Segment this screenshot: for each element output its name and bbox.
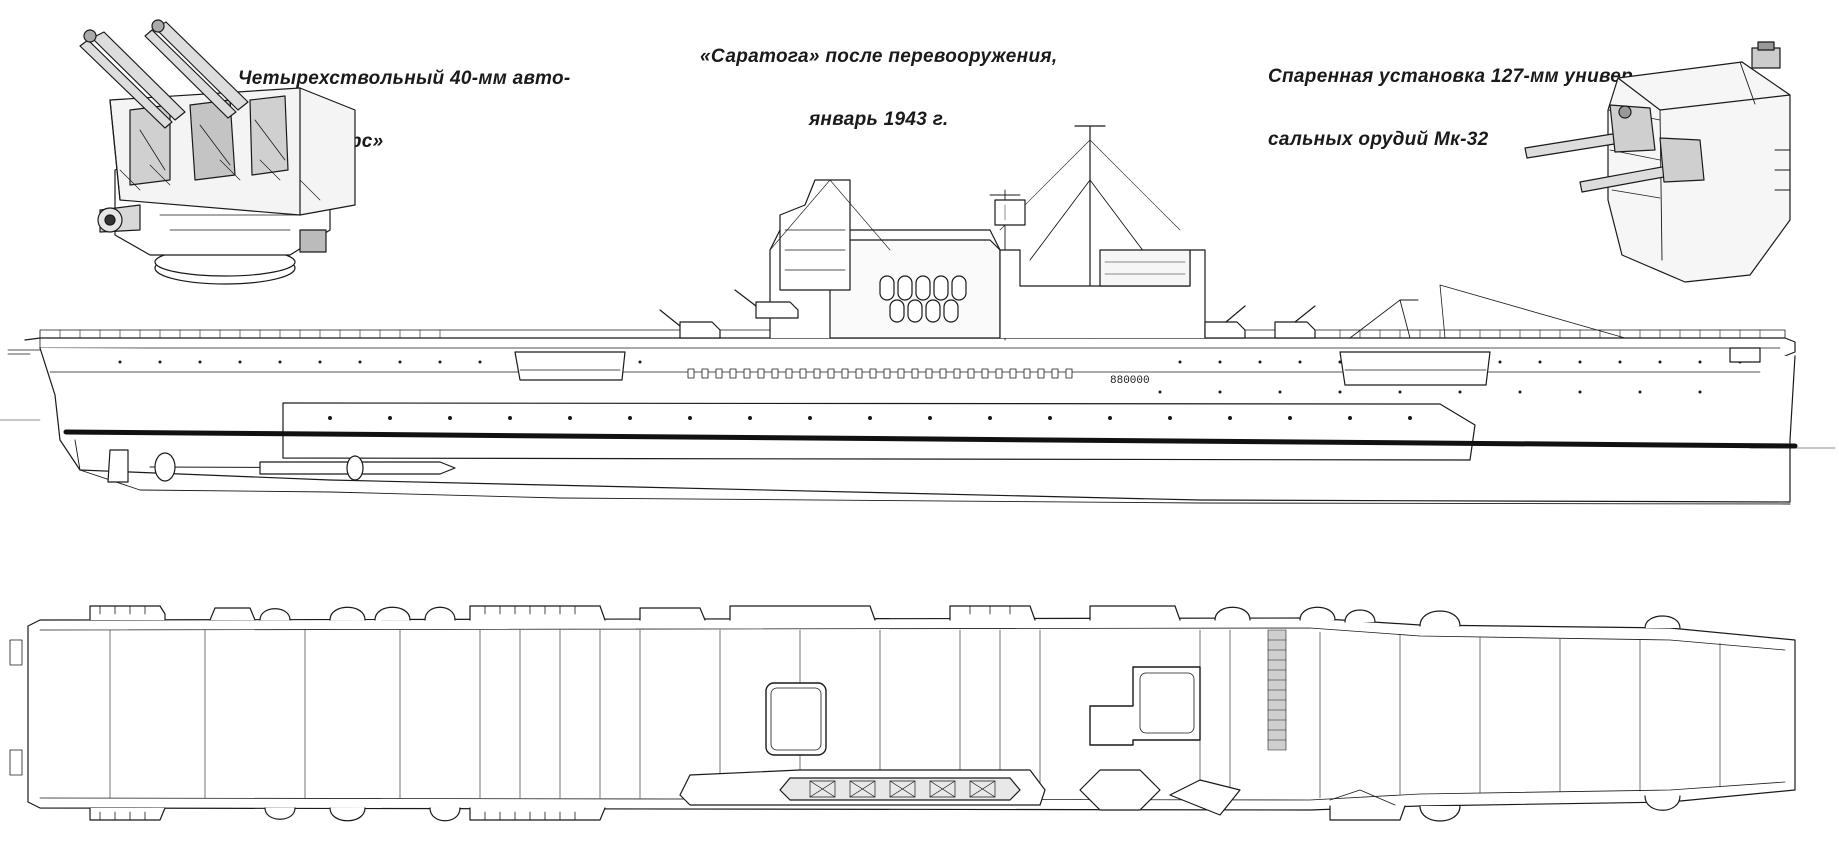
mk32-caption: Спаренная установка 127-мм универ- сальн… <box>1268 24 1640 171</box>
side-profile-view: 880000 <box>0 125 1836 505</box>
drawing-title-line-1: «Саратога» после перевооружения, <box>700 46 1058 67</box>
top-plan-view <box>9 605 1796 822</box>
bofors-caption-line-1: Четырехствольный 40-мм авто- <box>238 68 571 89</box>
mk32-caption-line-2: сальных орудий Мк-32 <box>1268 129 1489 150</box>
hull-number-label: 880000 <box>1110 375 1150 387</box>
drawing-title-line-2: январь 1943 г. <box>808 109 949 130</box>
mk32-turret-illustration <box>1524 41 1791 283</box>
bofors-mount-illustration <box>79 19 356 285</box>
drawing-title: «Саратога» после перевооружения, январь … <box>700 4 1057 151</box>
